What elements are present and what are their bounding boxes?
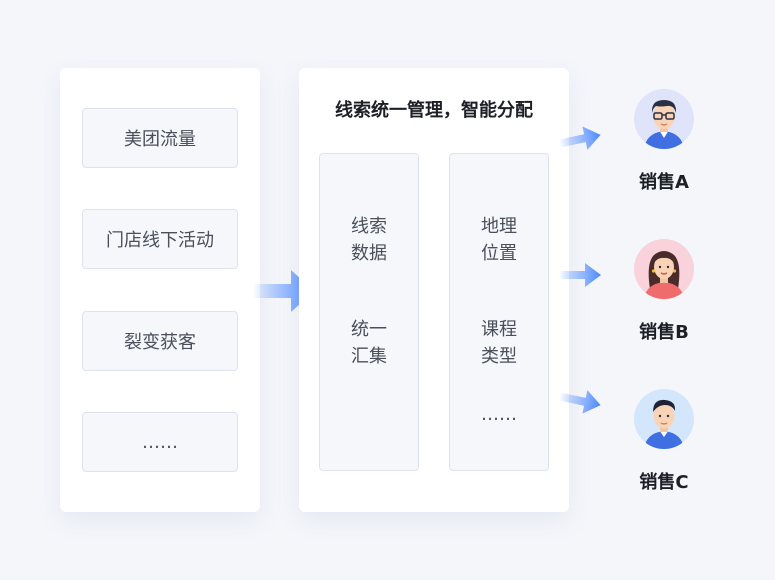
source-more: …… [82,412,238,472]
lead-data-column: 线索 数据 统一 汇集 [319,153,419,471]
arrow-to-sales-c-icon [559,390,601,414]
allocation-criteria-column: 地理 位置 课程 类型 …… [449,153,549,471]
source-offline-store-event: 门店线下活动 [82,209,238,269]
sales-b-label: 销售B [639,322,689,343]
arrow-to-sales-b-icon [559,263,601,287]
man-avatar-icon [634,389,694,449]
woman-avatar-icon [634,239,694,299]
more-criteria-text: …… [481,404,517,425]
arrow-to-sales-a-icon [559,126,601,150]
flow-arrow-icon [253,270,314,312]
sales-c-label: 销售C [639,472,689,493]
lead-data-text: 线索 数据 [351,216,387,264]
man-with-glasses-avatar-icon [634,89,694,149]
unified-collection-text: 统一 汇集 [351,319,387,367]
source-referral-acquisition: 裂变获客 [82,311,238,371]
course-type-text: 课程 类型 [481,319,517,367]
geo-location-text: 地理 位置 [481,216,517,264]
lead-management-panel: 线索统一管理，智能分配 线索 数据 统一 汇集 地理 位置 课程 类型 …… [299,68,569,512]
sales-a-label: 销售A [639,172,689,193]
lead-sources-panel: 美团流量 门店线下活动 裂变获客 …… [60,68,260,512]
source-meituan-traffic: 美团流量 [82,108,238,168]
management-title: 线索统一管理，智能分配 [335,100,533,121]
